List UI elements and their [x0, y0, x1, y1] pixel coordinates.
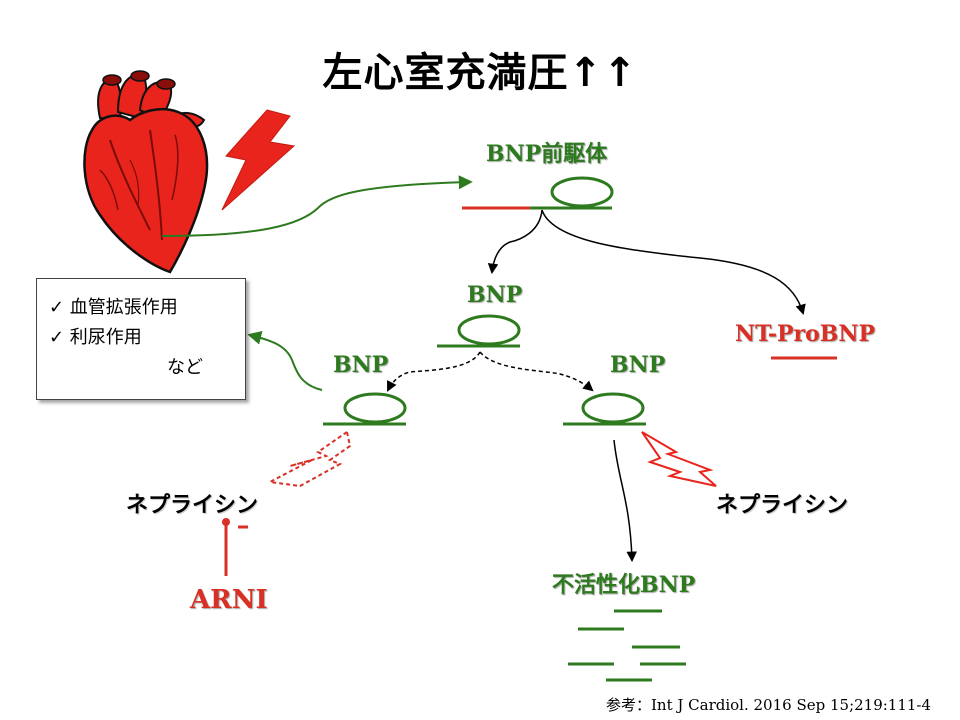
bnp-left-symbol — [323, 392, 407, 426]
arni-label: ARNI — [190, 585, 268, 615]
bnp-center-symbol — [437, 314, 521, 348]
bnp-precursor-label: BNP前駆体 — [486, 141, 608, 167]
bnp-right-label: BNP — [610, 352, 666, 378]
nt-probnp-label: NT-ProBNP — [735, 321, 876, 347]
reference-citation: 参考：Int J Cardiol. 2016 Sep 15;219:111-4 — [606, 696, 932, 714]
effect-etc: など — [167, 357, 203, 378]
active-neprilysin-bolt-icon — [641, 431, 717, 487]
inactive-bnp-label: 不活性化BNP — [552, 572, 696, 598]
lightning-bolt-icon — [221, 109, 296, 211]
bnp-precursor-symbol — [462, 176, 614, 210]
bnp-effects-box: ✓ 血管拡張作用 ✓ 利尿作用 など — [36, 278, 246, 400]
inhibited-neprilysin-bolt-icon — [266, 430, 352, 488]
heart-icon — [83, 70, 209, 274]
neprilysin-left-label: ネプライシン — [126, 493, 259, 518]
arni-inhibition-symbol — [222, 518, 248, 576]
effect-vasodilation: ✓ 血管拡張作用 — [49, 297, 178, 318]
slide-title: 左心室充満圧↑↑ — [322, 50, 638, 96]
effect-diuresis: ✓ 利尿作用 — [49, 327, 142, 348]
bnp-left-label: BNP — [333, 352, 389, 378]
bnp-right-symbol — [563, 392, 646, 426]
neprilysin-right-label: ネプライシン — [716, 493, 849, 518]
bnp-center-label: BNP — [467, 282, 523, 308]
inactive-bnp-fragments — [568, 609, 686, 682]
